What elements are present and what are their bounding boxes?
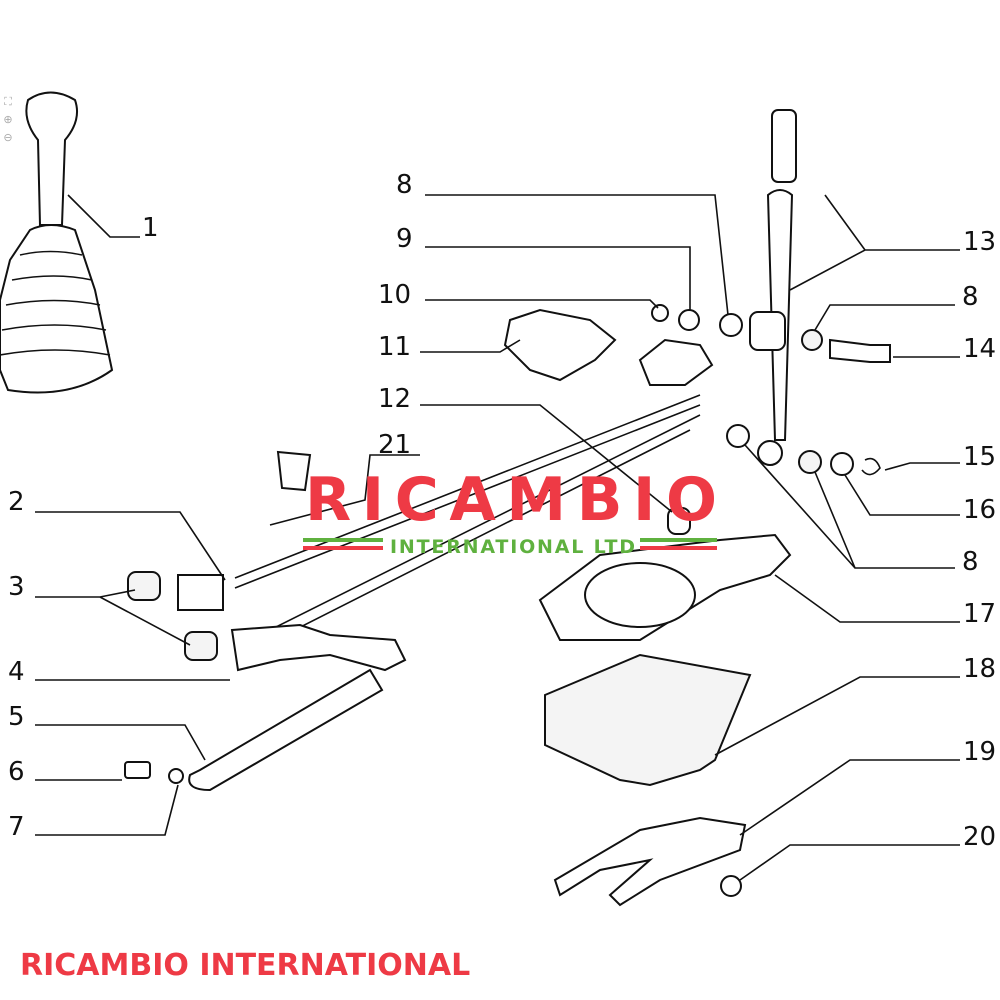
callout-20: 20 bbox=[963, 822, 996, 852]
callout-18: 18 bbox=[963, 654, 996, 684]
callout-10: 10 bbox=[378, 280, 411, 310]
callout-1: 1 bbox=[142, 213, 159, 243]
leader-lines bbox=[35, 194, 960, 881]
callout-16: 16 bbox=[963, 495, 996, 525]
callout-3: 3 bbox=[8, 572, 25, 602]
callout-labels: 1 2 3 4 5 6 7 8 9 10 11 12 21 13 8 14 15… bbox=[8, 170, 996, 852]
watermark-diagonal: RICAMBIO INTERNATIONAL bbox=[20, 948, 470, 983]
callout-5: 5 bbox=[8, 702, 25, 732]
part-bracket-12 bbox=[638, 338, 714, 386]
zoom-in-icon[interactable]: ⊕ bbox=[3, 114, 13, 126]
watermark-brand: RICAMBIO bbox=[305, 465, 717, 535]
part-mount-11 bbox=[503, 308, 617, 382]
callout-9: 9 bbox=[396, 224, 413, 254]
part-lever-4 bbox=[230, 623, 407, 672]
callout-7: 7 bbox=[8, 812, 25, 842]
callout-13: 13 bbox=[963, 227, 996, 257]
callout-8c: 8 bbox=[962, 547, 979, 577]
callout-2: 2 bbox=[8, 487, 25, 517]
callout-8b: 8 bbox=[962, 282, 979, 312]
callout-6: 6 bbox=[8, 757, 25, 787]
callout-21: 21 bbox=[378, 430, 411, 460]
callout-14: 14 bbox=[963, 334, 996, 364]
callout-12: 12 bbox=[378, 384, 411, 414]
part-bushings bbox=[124, 571, 218, 784]
part-clip-21 bbox=[276, 450, 312, 492]
part-gear-knob-boot bbox=[0, 91, 114, 394]
callout-17: 17 bbox=[963, 599, 996, 629]
watermark-tagline: INTERNATIONAL LTD bbox=[390, 536, 635, 558]
fullscreen-icon[interactable]: ⛶ bbox=[4, 96, 12, 108]
part-shift-lever-13 bbox=[503, 109, 891, 535]
callout-15: 15 bbox=[963, 442, 996, 472]
watermark-logo: RICAMBIO INTERNATIONAL LTD RICAMBIO INTE… bbox=[20, 465, 717, 983]
part-plate-5 bbox=[188, 668, 384, 792]
part-rods bbox=[177, 338, 714, 792]
callout-11: 11 bbox=[378, 332, 411, 362]
part-housings bbox=[538, 533, 792, 907]
part-rod-end-2 bbox=[177, 574, 224, 611]
callout-8: 8 bbox=[396, 170, 413, 200]
callout-19: 19 bbox=[963, 737, 996, 767]
zoom-out-icon[interactable]: ⊖ bbox=[3, 132, 13, 144]
viewer-toolbar: ⛶ ⊕ ⊖ bbox=[2, 96, 18, 150]
callout-4: 4 bbox=[8, 657, 25, 687]
